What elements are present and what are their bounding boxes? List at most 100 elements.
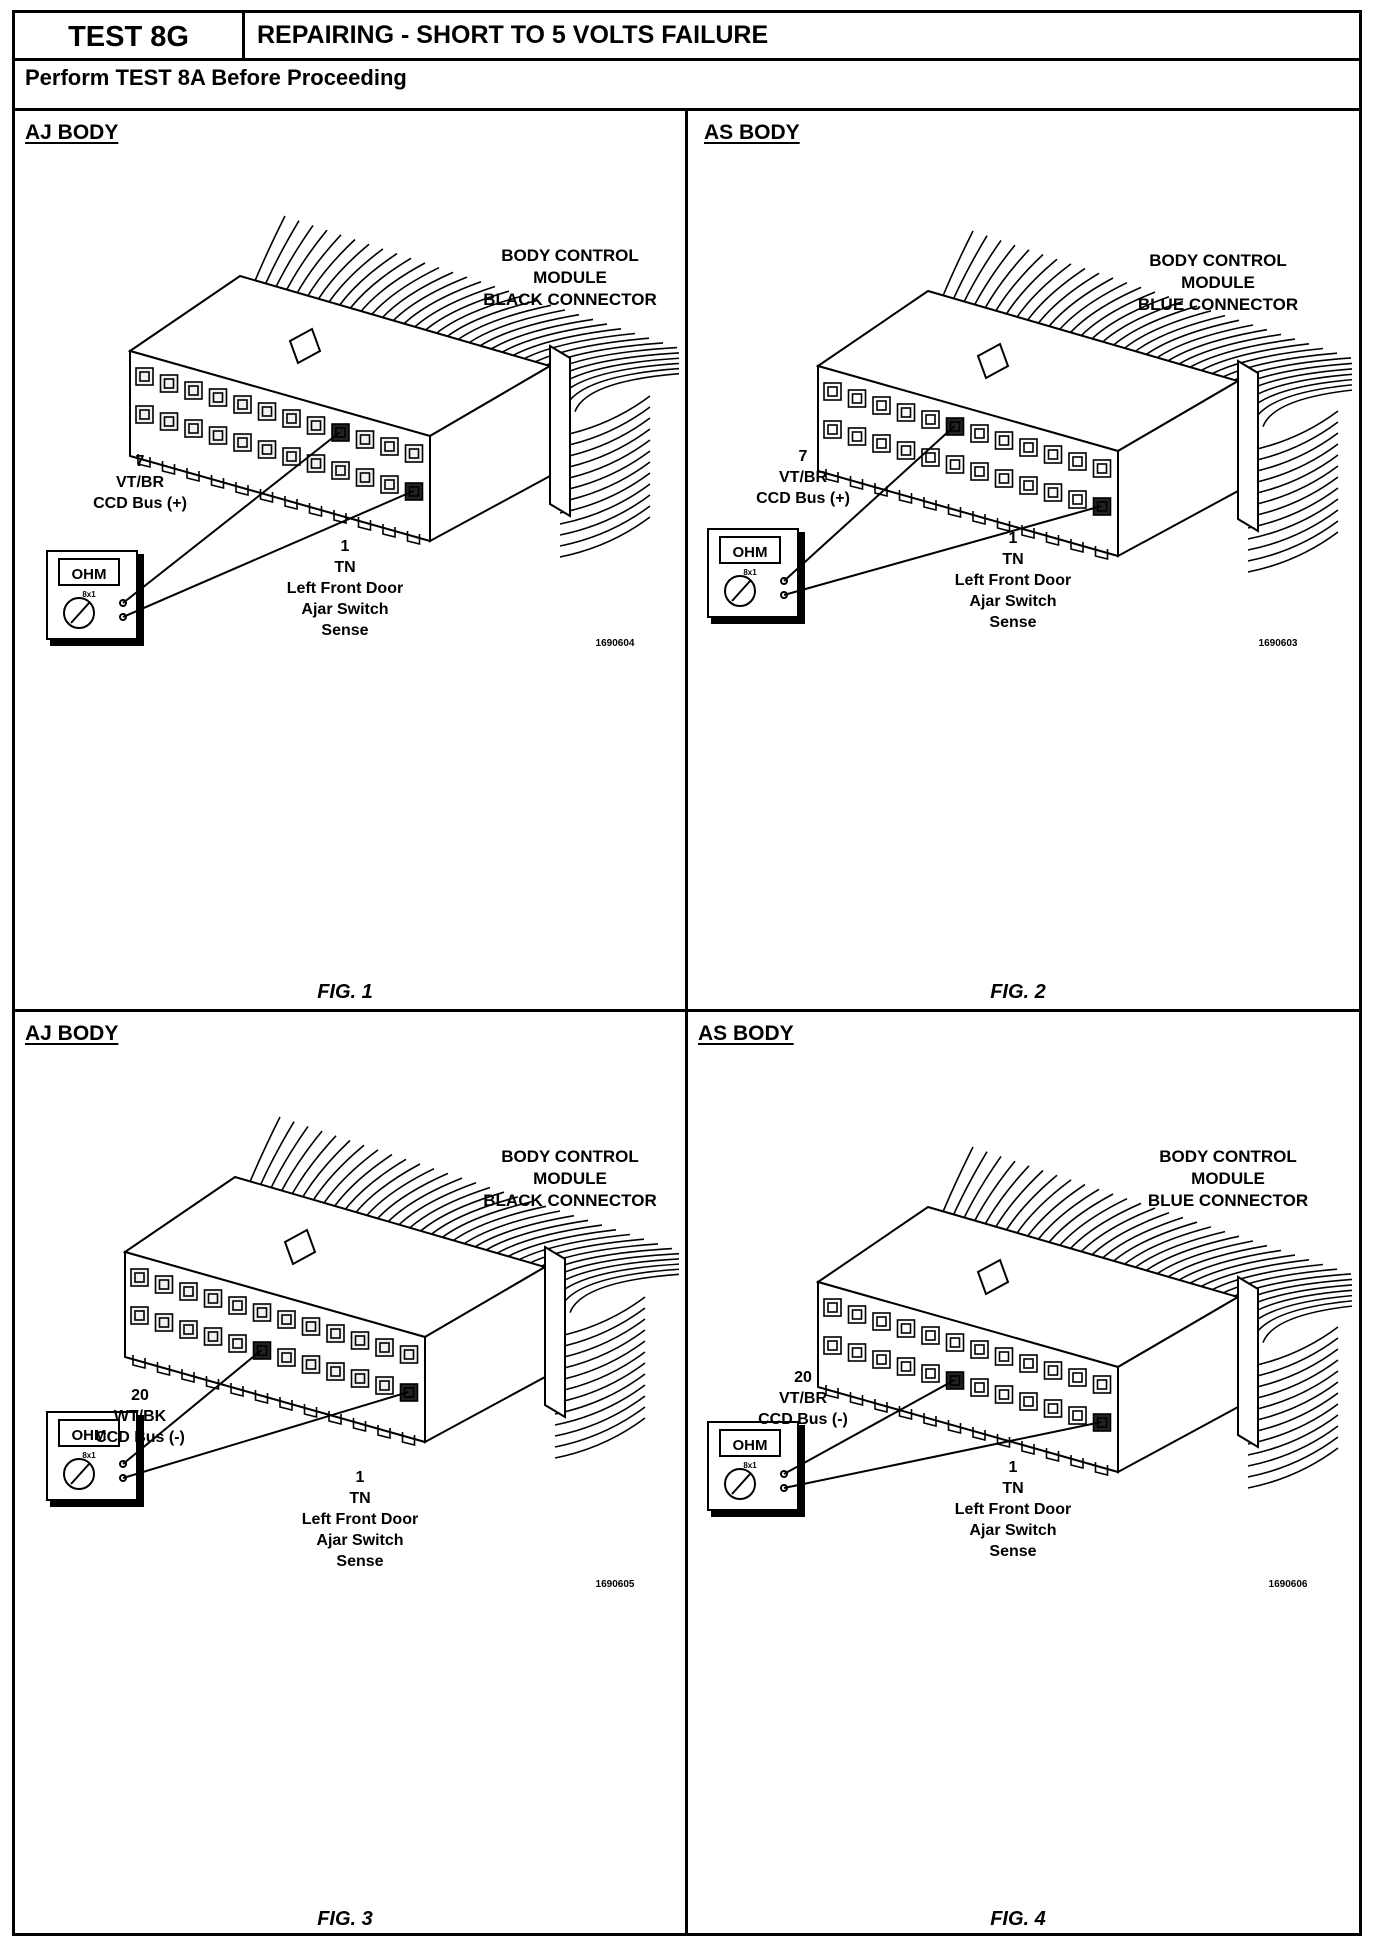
wire <box>1247 1447 1339 1489</box>
cavity <box>326 1324 345 1343</box>
rail-tab <box>1021 525 1035 540</box>
meter-display-text: OHM <box>733 1437 768 1454</box>
rail-tab <box>377 1425 391 1440</box>
module-label-line: BLACK CONNECTOR <box>483 1191 656 1210</box>
cavity <box>301 1355 321 1374</box>
cavity <box>896 1319 916 1338</box>
test-id: TEST 8G <box>15 13 245 61</box>
rail-tab <box>161 461 176 476</box>
rail-tab <box>333 510 347 525</box>
cavity-inner <box>998 1389 1010 1400</box>
panel-divider-vertical <box>685 108 688 1933</box>
meter-display <box>719 1429 781 1457</box>
part-number: 1690606 <box>1269 1579 1308 1590</box>
cavity-inner <box>900 445 912 456</box>
cavity <box>994 431 1014 450</box>
cavity-inner <box>876 438 887 449</box>
wire <box>1247 1414 1339 1456</box>
cavity-inner <box>1023 1396 1034 1407</box>
cavity-inner <box>974 1382 985 1393</box>
probed-cavity <box>399 1383 419 1402</box>
cavity <box>1043 445 1063 464</box>
wire <box>1262 1305 1352 1343</box>
lower-rail <box>817 469 1119 561</box>
cavity-inner <box>335 427 346 438</box>
cavity <box>896 441 916 460</box>
cavity <box>847 427 867 446</box>
wire <box>559 494 651 536</box>
probe-1-label-line: CCD Bus (-) <box>758 1411 848 1428</box>
probe-lead-2 <box>122 1391 409 1479</box>
figure-label: FIG. 3 <box>317 1908 373 1930</box>
cavity <box>970 1340 989 1359</box>
cavity-inner <box>998 473 1010 484</box>
meter-display-text: OHM <box>72 566 107 583</box>
probe-2-label-line: Ajar Switch <box>301 601 388 618</box>
cavity <box>921 1364 940 1383</box>
probe-lead-2 <box>783 1421 1102 1489</box>
cavity-inner <box>384 441 395 452</box>
figure-label: FIG. 2 <box>990 981 1046 1003</box>
ohmmeter <box>46 550 144 646</box>
cavity-inner <box>232 1300 243 1311</box>
cavity-inner <box>1047 1403 1059 1414</box>
body-label: AS BODY <box>698 1022 794 1045</box>
cavity <box>1019 1354 1038 1373</box>
cavity-inner <box>188 385 199 396</box>
meter-display <box>719 536 781 564</box>
probe-lead-1 <box>122 1349 263 1465</box>
cavity-grid <box>823 382 1112 516</box>
rail-tab <box>1094 1462 1109 1477</box>
rail-tab <box>230 1383 244 1398</box>
connector-drawing <box>815 230 1352 573</box>
cavity <box>872 1312 891 1331</box>
cavity <box>355 468 375 487</box>
cavity-inner <box>330 1366 341 1377</box>
wire <box>1247 498 1339 540</box>
cavity-inner <box>1072 494 1083 505</box>
meter-dial-pointer <box>731 1473 751 1495</box>
cavity <box>847 1343 867 1362</box>
cavity-inner <box>158 1279 170 1290</box>
wire <box>559 505 651 547</box>
cavity-inner <box>1072 1410 1083 1421</box>
cavity-grid <box>823 1298 1112 1432</box>
wire <box>1247 520 1339 562</box>
cavity-inner <box>310 458 322 469</box>
probe-2-label-line: Ajar Switch <box>969 593 1056 610</box>
cavity <box>331 461 350 480</box>
cavity-inner <box>949 421 961 432</box>
body-label: AS BODY <box>704 121 800 144</box>
probe-lead-1 <box>783 1379 955 1475</box>
cavity-inner <box>1023 442 1034 453</box>
rail-tab <box>137 454 151 469</box>
cavity <box>872 1350 891 1369</box>
cavity <box>203 1289 223 1308</box>
rail-edge <box>124 1356 426 1443</box>
probe-1-label-line: 20 <box>794 1369 812 1386</box>
meter-range-label: 8x1 <box>82 590 96 599</box>
cavity <box>375 1338 394 1357</box>
cavity <box>823 1298 842 1317</box>
cavity-inner <box>305 1359 317 1370</box>
cavity <box>404 444 424 463</box>
service-manual-page: TEST 8G REPAIRING - SHORT TO 5 VOLTS FAI… <box>12 10 1362 1936</box>
module-label-line: BODY CONTROL <box>501 1147 639 1166</box>
part-number: 1690603 <box>1259 638 1298 649</box>
cavity-inner <box>232 1338 243 1349</box>
cavity-inner <box>310 420 322 431</box>
figure-label: FIG. 1 <box>317 981 373 1003</box>
cavity-inner <box>851 1347 863 1358</box>
cavity <box>184 381 203 400</box>
wire <box>554 1406 646 1448</box>
probe-2-label-line: Sense <box>989 614 1036 631</box>
mounting-flange <box>1237 1275 1259 1449</box>
wire <box>569 1273 679 1313</box>
ohmmeter <box>46 1411 144 1507</box>
probe-1-label-line: VT/BR <box>116 474 164 491</box>
rail-tab <box>254 1390 269 1405</box>
